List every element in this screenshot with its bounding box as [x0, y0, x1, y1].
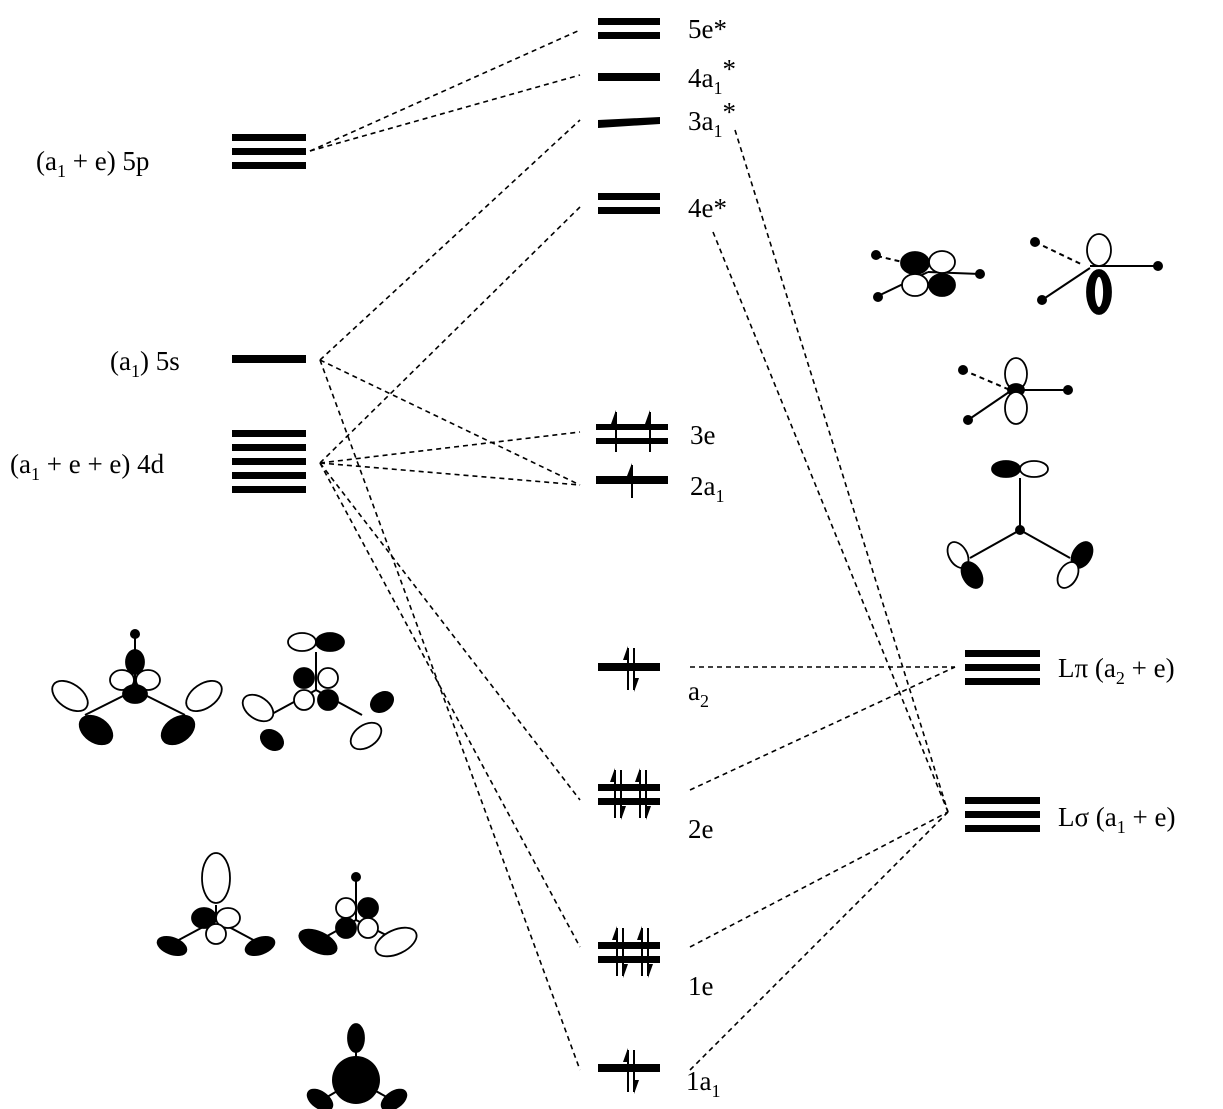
correlation-lines: [309, 29, 956, 1071]
orbital-sketch-left-1: [51, 629, 223, 746]
mo-5e-star-level: [598, 18, 660, 39]
mo-2e-level: [598, 768, 660, 820]
orbital-sketch-right-1: [871, 250, 985, 302]
mo-a2-level: [598, 646, 660, 692]
label-a2: a2: [688, 676, 709, 711]
label-4e-star: 4e*: [688, 193, 727, 223]
metal-5s-level: [232, 355, 306, 363]
label-5s: (a1) 5s: [110, 346, 180, 381]
label-lsigma: Lσ (a1 + e): [1058, 802, 1175, 837]
label-2e: 2e: [688, 814, 714, 844]
label-1a1: 1a1: [686, 1066, 720, 1101]
orbital-sketch-left-3: [156, 852, 276, 957]
metal-4d-level: [232, 430, 306, 493]
metal-5p-level: [232, 134, 306, 169]
label-2a1: 2a1: [690, 471, 724, 506]
mo-4a1-star-level: [598, 73, 660, 81]
orbital-sketch-left-2: [241, 632, 395, 751]
mo-1a1-level: [598, 1048, 660, 1094]
orbital-sketch-right-4: [946, 460, 1094, 589]
label-3e: 3e: [690, 420, 716, 450]
orbital-sketch-left-4: [298, 872, 418, 958]
label-3a1-star: 3a1*: [688, 97, 736, 141]
label-5p: (a1 + e) 5p: [36, 146, 149, 181]
label-4d: (a1 + e + e) 4d: [10, 449, 165, 484]
mo-3a1-star-level: [598, 117, 660, 128]
mo-1e-level: [598, 926, 660, 978]
label-1e: 1e: [688, 971, 714, 1001]
mo-4e-star-level: [598, 193, 660, 214]
mo-3e-level: [596, 410, 668, 452]
orbital-sketch-right-2: [1030, 233, 1163, 315]
mo-2a1-level: [596, 463, 668, 498]
label-5e-star: 5e*: [688, 14, 727, 44]
label-4a1-star: 4a1*: [688, 54, 736, 98]
label-lpi: Lπ (a2 + e): [1058, 653, 1175, 688]
ligand-lpi-level: [965, 650, 1040, 685]
orbital-sketch-left-5: [306, 1023, 408, 1109]
ligand-lsigma-level: [965, 797, 1040, 832]
orbital-sketch-right-3: [958, 357, 1073, 425]
